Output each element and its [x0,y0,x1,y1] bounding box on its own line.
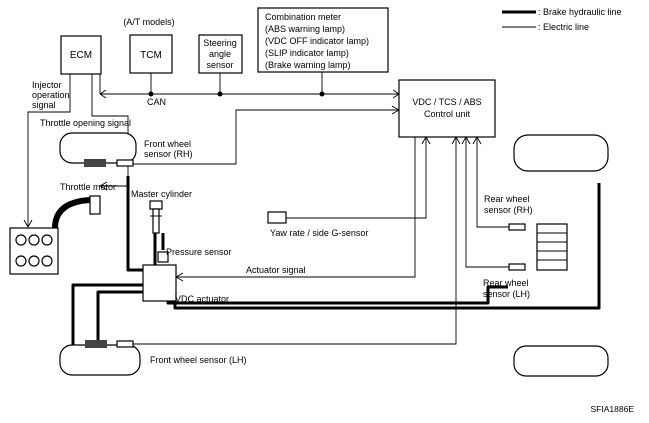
injector-arrow [23,219,33,228]
steering-label-3: sensor [206,60,233,70]
hyd-front-lh [71,283,143,347]
steering-label-2: angle [209,49,231,59]
front-lh-sensor [116,340,134,348]
meter-abs-lamp: (ABS warning lamp) [265,24,345,34]
meter-slip-lamp: (SLIP indicator lamp) [265,48,349,58]
can-node-tcm [148,91,154,97]
yaw-rate-label: Yaw rate / side G-sensor [270,228,368,238]
rear-lh-arrow [461,136,471,145]
rear-lh-label-2: sensor (LH) [483,289,530,299]
front-lh-tone-ring [85,340,107,348]
intake-pipe [52,197,91,229]
throttle-motor-label: Throttle motor [60,182,116,192]
cylinder-1 [15,234,27,246]
rear-rh-sensor [508,223,526,231]
hyd-rear-rh [173,183,601,310]
front-rh-sensor [116,159,134,167]
steering-angle-sensor-box [198,34,243,74]
can-node-steering [217,91,223,97]
actuator-signal-arrow [175,272,184,282]
steering-label-1: Steering [203,38,237,48]
rear-rh-arrow [472,136,482,145]
cylinder-6 [41,255,53,267]
tcm-box [129,34,173,74]
injector-label-2: operation [32,90,70,100]
throttle-arrow [99,181,108,191]
front-lh-tire [59,344,141,376]
throttle-opening-label: Throttle opening signal [40,118,131,128]
front-rh-tone-ring [84,159,106,167]
front-rh-label-2: sensor (RH) [144,149,193,159]
front-rh-tire [59,132,137,164]
can-arrow-left [99,89,107,99]
rear-lh-tire [513,345,609,377]
control-unit-label-2: Control unit [424,109,471,119]
front-rh-signal-arrow [391,105,400,115]
cylinder-3 [41,234,53,246]
rear-rh-signal-line [476,137,509,228]
vdc-actuator [142,264,177,302]
front-rh-label-1: Front wheel [144,139,191,149]
front-lh-arrow [451,136,461,145]
control-unit-box [398,79,496,138]
rear-rh-label-2: sensor (RH) [484,205,533,215]
tcm-note: (A/T models) [123,17,174,27]
front-lh-signal-line [133,137,457,345]
yaw-rate-sensor [267,211,287,224]
legend-hydraulic-label: : Brake hydraulic line [538,7,622,17]
hyd-front-lh-2 [96,290,143,340]
rear-lh-signal-line [465,137,509,268]
can-label: CAN [147,97,166,107]
meter-title: Combination meter [265,12,341,22]
master-cylinder-body [152,208,160,234]
pressure-sensor [157,251,169,263]
front-rh-signal-line [133,109,399,165]
rear-rh-label-1: Rear wheel [484,194,530,204]
legend-electric-label: : Electric line [538,22,589,32]
master-cylinder-label: Master cylinder [131,189,192,199]
ecm-label: ECM [70,50,92,61]
throttle-signal-line [91,74,129,187]
rear-rh-tire [513,134,609,172]
actuator-signal-line [176,137,416,278]
vdc-actuator-label: VDC actuator [175,294,229,304]
control-unit-label-1: VDC / TCS / ABS [412,97,481,107]
meter-vdc-off-lamp: (VDC OFF indicator lamp) [265,36,369,46]
injector-label-3: signal [32,100,56,110]
cylinder-4 [15,255,27,267]
front-lh-label: Front wheel sensor (LH) [150,355,247,365]
ecm-box [60,35,102,75]
yaw-rate-arrow [421,136,431,145]
cylinder-2 [28,234,40,246]
rear-lh-sensor [508,263,526,271]
can-node-meter [319,91,325,97]
pressure-sensor-label: Pressure sensor [166,247,232,257]
can-arrow-right [392,89,400,99]
cylinder-5 [28,255,40,267]
yaw-rate-signal-line [286,137,427,219]
tcm-label: TCM [140,50,162,61]
injector-label-1: Injector [32,80,62,90]
figure-id: SFIA1886E [591,404,635,414]
hyd-front-rh [126,176,143,272]
actuator-signal-label: Actuator signal [246,265,306,275]
rear-differential [536,223,568,271]
hyd-rear-lh [166,285,508,305]
meter-brake-lamp: (Brake warning lamp) [265,60,351,70]
injector-signal-line [27,74,71,227]
rear-lh-label-1: Rear wheel [483,278,529,288]
throttle-motor [89,195,101,215]
combination-meter-box [257,7,389,73]
master-cylinder-reservoir [149,200,163,210]
